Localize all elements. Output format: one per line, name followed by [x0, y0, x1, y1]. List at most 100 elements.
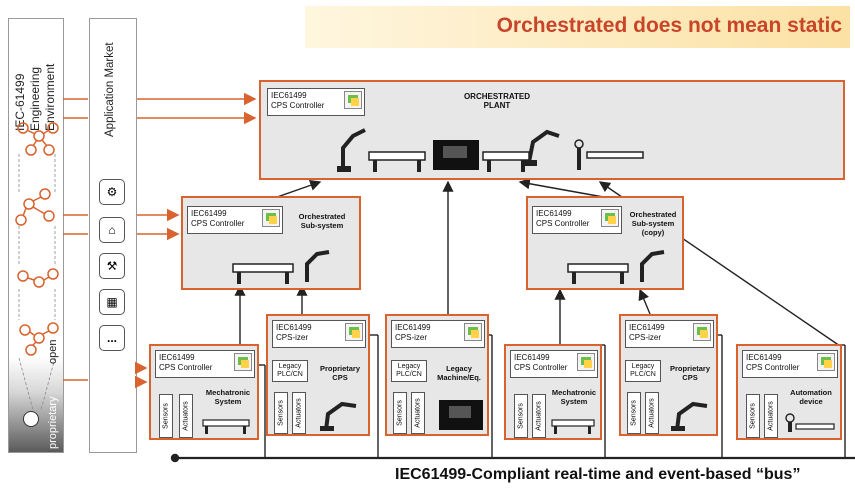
app-gripper-icon[interactable]: ⚒ — [99, 253, 125, 279]
device1-actuators-label: Actuators — [182, 401, 190, 431]
device3-legacy-plc: Legacy PLC/CN — [391, 360, 427, 382]
device1-sensors-label: Sensors — [162, 403, 170, 429]
device-legacy-machine: IEC61499 CPS-izer Legacy PLC/CN Legacy M… — [385, 314, 489, 436]
application-market-panel: Application Market ⚙ ⌂ ⚒ ▦ ... — [89, 18, 137, 453]
device5-actuators-label: Actuators — [648, 398, 656, 428]
device6-label-line2: device — [799, 397, 823, 406]
device6-label-line1: Automation — [790, 388, 832, 397]
device1-sensors: Sensors — [159, 394, 173, 438]
subsystem-left-label: Orchestrated Sub-system — [287, 212, 357, 230]
device2-legacy-line1: Legacy — [278, 363, 302, 370]
banner-title: Orchestrated does not mean static — [496, 14, 842, 37]
device1-controller-line1: IEC61499 — [159, 353, 195, 362]
subsystem-left-label-line1: Orchestrated — [298, 212, 346, 221]
proprietary-node-icon — [23, 411, 39, 427]
device5-label-line2: CPS — [682, 373, 698, 382]
device1-label-line1: Mechatronic — [205, 388, 251, 397]
subsystem-right-controller-line1: IEC61499 — [536, 209, 572, 218]
device1-actuators: Actuators — [179, 394, 193, 438]
plant-title-line2: PLANT — [483, 101, 511, 110]
device-proprietary-cps-1: IEC61499 CPS-izer Legacy PLC/CN Propriet… — [266, 314, 370, 436]
subsystem-right-label: Orchestrated Sub-system (copy) — [622, 210, 684, 237]
device-proprietary-cps-2: IEC61499 CPS-izer Legacy PLC/CN Propriet… — [619, 314, 718, 436]
subsystem-right-cps-controller: IEC61499 CPS Controller — [532, 206, 622, 234]
device2-label-line1: Proprietary — [319, 364, 361, 373]
device2-label: Proprietary CPS — [312, 364, 368, 382]
device2-controller-line1: IEC61499 — [276, 323, 312, 332]
device2-cps-izer: IEC61499 CPS-izer — [272, 320, 366, 348]
subsystem-right-label-line1: Orchestrated — [629, 210, 677, 219]
device3-label-line2: Machine/Eq. — [437, 373, 481, 382]
network-graph-icon — [15, 122, 59, 411]
device5-label: Proprietary CPS — [663, 364, 717, 382]
device4-sensors: Sensors — [514, 394, 528, 438]
device3-controller-line1: IEC61499 — [395, 323, 431, 332]
inspection-station-icon — [785, 413, 835, 432]
controller-icon — [464, 323, 482, 341]
machine-tool-icon — [439, 400, 483, 430]
device2-actuators-label: Actuators — [295, 398, 303, 428]
subsystem-right-controller-line2: CPS Controller — [536, 219, 590, 228]
device3-legacy-line2: PLC/CN — [396, 371, 422, 378]
device2-actuators: Actuators — [292, 392, 306, 434]
controller-icon — [601, 209, 619, 227]
device2-label-line2: CPS — [332, 373, 348, 382]
subsystem-left-cps-controller: IEC61499 CPS Controller — [187, 206, 283, 234]
device6-controller-line2: CPS Controller — [746, 363, 800, 372]
device1-label: Mechatronic System — [199, 388, 257, 406]
subsystem-left-label-line2: Sub-system — [300, 221, 344, 230]
device4-controller-line1: IEC61499 — [514, 353, 550, 362]
device4-cps-controller: IEC61499 CPS Controller — [510, 350, 598, 378]
subsystem-right-label-line2: Sub-system — [631, 219, 675, 228]
device3-label: Legacy Machine/Eq. — [431, 364, 487, 382]
orchestrated-subsystem-right: IEC61499 CPS Controller Orchestrated Sub… — [526, 196, 684, 290]
controller-icon — [577, 353, 595, 371]
device6-cps-controller: IEC61499 CPS Controller — [742, 350, 838, 378]
device-mechatronic-system-1: IEC61499 CPS Controller Sensors Actuator… — [149, 344, 259, 440]
device5-sensors: Sensors — [627, 392, 641, 434]
device5-sensors-label: Sensors — [630, 400, 638, 426]
app-robot-arm-icon[interactable]: ⚙ — [99, 179, 125, 205]
device4-actuators: Actuators — [532, 394, 546, 438]
title-banner: Orchestrated does not mean static — [305, 6, 850, 48]
device4-controller-line2: CPS Controller — [514, 363, 568, 372]
device3-label-line1: Legacy — [446, 364, 472, 373]
robot-arm-icon — [320, 401, 357, 431]
device-automation-device: IEC61499 CPS Controller Sensors Actuator… — [736, 344, 842, 440]
conveyor-icon — [202, 419, 250, 434]
device2-legacy-line2: PLC/CN — [277, 371, 303, 378]
device4-label-line2: System — [560, 397, 588, 406]
device3-sensors-label: Sensors — [396, 400, 404, 426]
app-robot-cell-icon[interactable]: ⌂ — [99, 217, 125, 243]
device3-cps-izer: IEC61499 CPS-izer — [391, 320, 485, 348]
robot-arm-icon — [671, 401, 708, 431]
device6-controller-line1: IEC61499 — [746, 353, 782, 362]
device6-actuators: Actuators — [764, 394, 778, 438]
plant-controller-line2: CPS Controller — [271, 101, 325, 110]
controller-icon — [817, 353, 835, 371]
device5-cps-izer: IEC61499 CPS-izer — [625, 320, 714, 348]
subsystem-left-illustration — [232, 250, 330, 284]
device3-sensors: Sensors — [393, 392, 407, 434]
device5-actuators: Actuators — [645, 392, 659, 434]
device4-actuators-label: Actuators — [535, 401, 543, 431]
controller-icon — [262, 209, 280, 227]
device6-sensors: Sensors — [746, 394, 760, 438]
device3-controller-line2: CPS-izer — [395, 333, 428, 342]
device2-sensors: Sensors — [274, 392, 288, 434]
device1-cps-controller: IEC61499 CPS Controller — [155, 350, 255, 378]
app-conveyor-icon[interactable]: ▦ — [99, 289, 125, 315]
device4-sensors-label: Sensors — [517, 403, 525, 429]
subsystem-right-illustration — [567, 250, 665, 284]
device2-sensors-label: Sensors — [277, 400, 285, 426]
subsystem-left-controller-line2: CPS Controller — [191, 219, 245, 228]
controller-icon — [693, 323, 711, 341]
app-more-button[interactable]: ... — [99, 325, 125, 351]
device3-actuators: Actuators — [411, 392, 425, 434]
subsystem-right-label-line3: (copy) — [641, 228, 665, 237]
subsystem-left-controller-line1: IEC61499 — [191, 209, 227, 218]
device6-actuators-label: Actuators — [767, 401, 775, 431]
device3-actuators-label: Actuators — [414, 398, 422, 428]
engineering-environment-panel: IEC-61499 Engineering Environment open p… — [8, 18, 64, 453]
